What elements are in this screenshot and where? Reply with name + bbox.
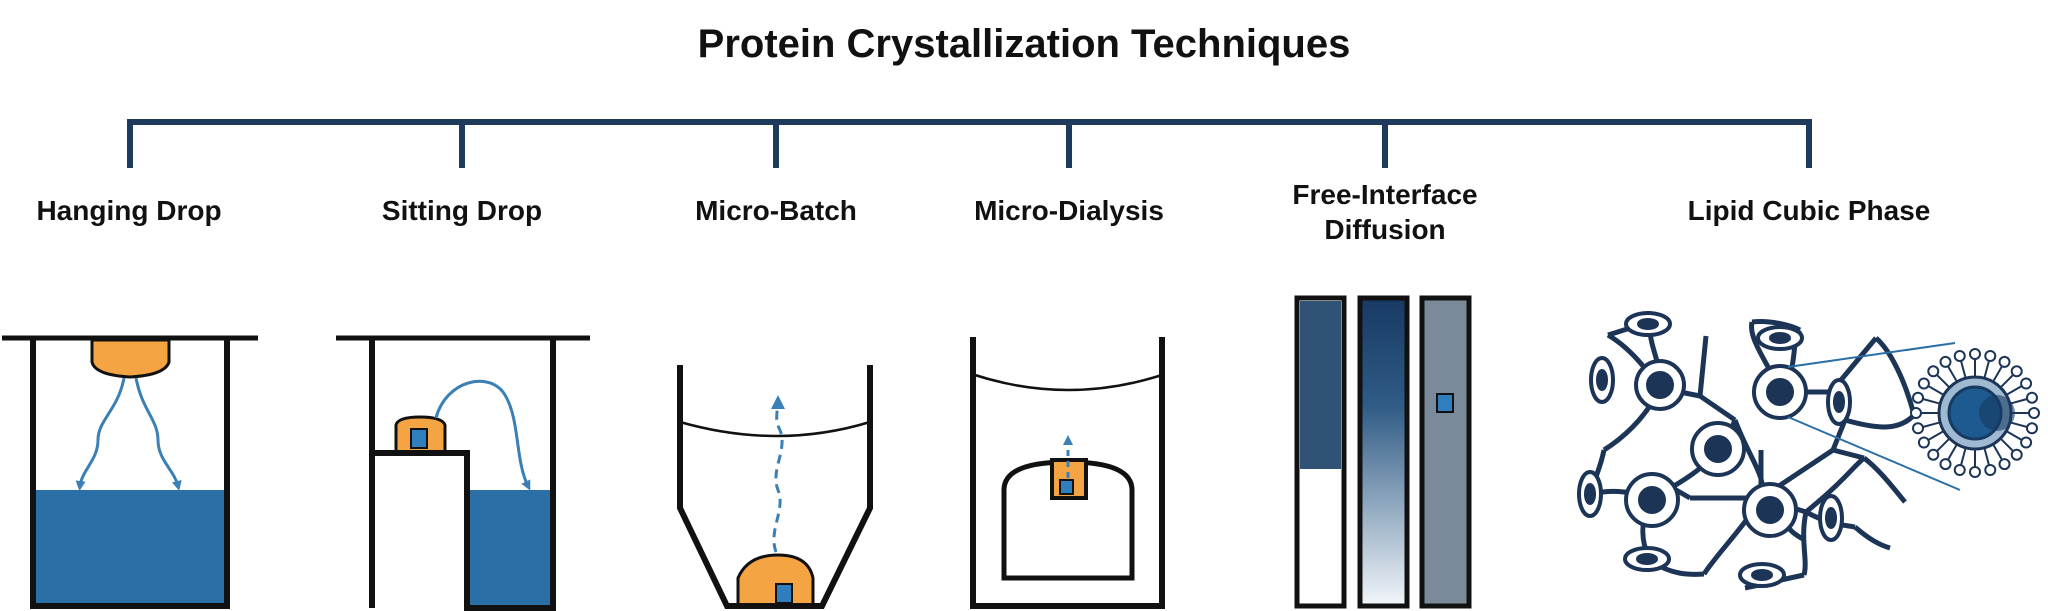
lipid-head [1927,365,1940,378]
lipid-head [1998,458,2011,471]
lipid-tail [2009,421,2028,428]
free-interface-diffusion-illustration [1294,295,1472,609]
lipid-tail [1936,437,1951,452]
zoom-line [1787,342,1956,368]
micro-batch-illustration [677,365,873,609]
lipid-head [2010,365,2023,378]
lipid-head [2025,422,2038,435]
lipid-head [2020,436,2033,449]
lipid-tail [1992,443,2003,461]
hanging-droplet [90,338,171,379]
batch-droplet [736,553,815,608]
lipid-tail [1960,360,1967,379]
lipid-head [2025,391,2038,404]
lipid-tail [1922,398,1941,405]
lcp-channel [1577,311,1852,588]
reservoir-solution [467,490,553,606]
lipid-tail [2005,430,2023,441]
label-sitting-drop: Sitting Drop [381,195,543,226]
lipid-head [2020,377,2033,390]
hanging-drop-illustration [2,335,258,609]
sitting-drop-illustration [336,335,590,611]
label-lipid-cubic-phase: Lipid Cubic Phase [1687,195,1931,226]
lipid-tail [1947,365,1958,383]
lipid-tail [1947,443,1958,461]
lipid-tail [1927,430,1945,441]
lipid-head [1953,350,1966,363]
evaporation-arrow [770,395,785,553]
lipid-head [1998,355,2011,368]
lipid-tail [1999,374,2014,389]
lipid-tail [1983,360,1990,379]
lipid-micelle-inset [1910,348,2040,478]
lipid-tail [1999,437,2014,452]
lipid-head [1912,391,1925,404]
lipid-tail [1960,447,1967,466]
oil-surface [679,420,871,438]
diagram-title: Protein Crystallization Techniques [697,22,1351,66]
lipid-tail [1922,421,1941,428]
lipid-head [1910,407,1922,419]
lipid-head [1969,348,1981,360]
tube-diffusing [1357,295,1410,609]
protein-layer [1300,301,1341,469]
tube-equilibrated [1419,295,1472,609]
crystal [1436,393,1454,413]
buffer-surface [974,373,1163,392]
crystal [1059,479,1074,495]
lipid-head [2028,407,2040,419]
lipid-head [1927,448,1940,461]
reservoir-solution [33,490,227,606]
vapor-arrow [75,377,126,491]
micro-dialysis-illustration [970,337,1165,609]
vapor-arrow [134,377,182,491]
lipid-head [1939,355,1952,368]
label-micro-batch: Micro-Batch [695,195,857,226]
lipid-tail [2005,385,2023,396]
lipid-head [1953,463,1966,476]
crystal [775,583,793,604]
lipid-tail [1983,447,1990,466]
lcp-pore [1624,359,1808,538]
lipid-head [2010,448,2023,461]
lipid-tail [1927,385,1945,396]
label-micro-dialysis: Micro-Dialysis [974,195,1164,226]
lipid-tail [2009,398,2028,405]
lipid-head [1917,436,1930,449]
lipid-head [1939,458,1952,471]
lipid-head [1917,377,1930,390]
label-hanging-drop: Hanging Drop [36,195,222,226]
lipid-head [1912,422,1925,435]
lipid-tail [1992,365,2003,383]
lipid-head [1984,350,1997,363]
lipid-head [1969,466,1981,478]
lipid-cubic-phase-illustration [1577,311,2040,591]
zoom-line [1787,416,1961,491]
lipid-tail [1936,374,1951,389]
crystal [410,428,428,449]
label-free-interface-diffusion: Free-Interface Diffusion [1292,179,1478,245]
lipid-head [1984,463,1997,476]
tree-connector [127,119,1812,168]
vapor-arrow [434,379,531,491]
